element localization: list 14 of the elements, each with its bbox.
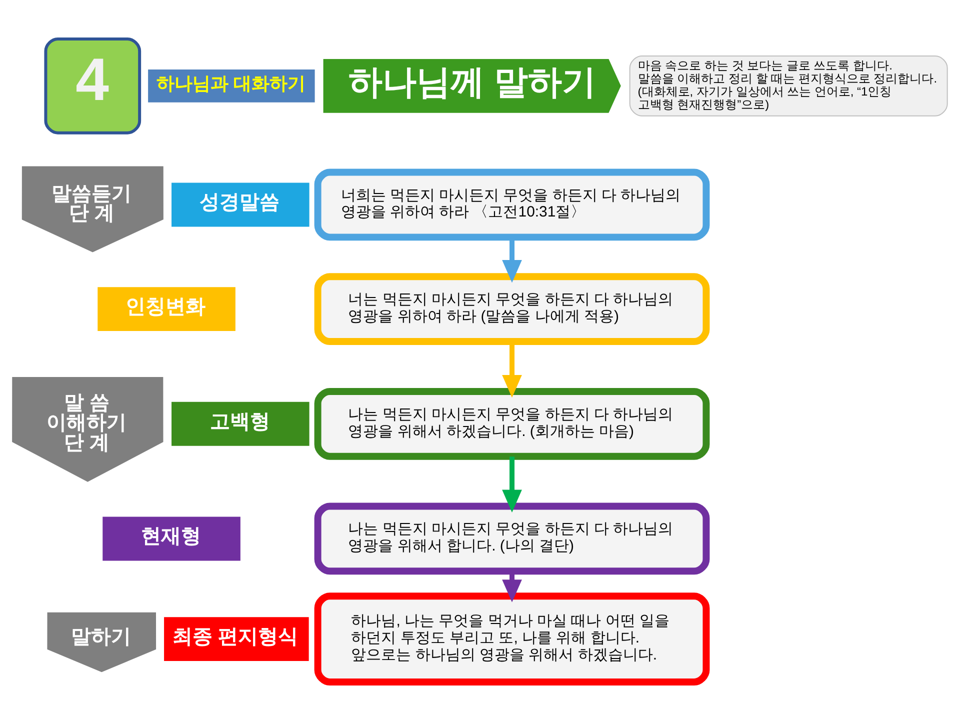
node-box: 너는 먹든지 마시든지 무엇을 하든지 다 하나님의 영광을 위하여 하라 (말씀을 나에게 적용) xyxy=(314,272,710,345)
node-box: 하나님과 대화하기 xyxy=(148,68,315,102)
node-box: 마음 속으로 하는 것 보다는 글로 쓰도록 합니다. 말씀을 이해하고 정리 할 때는 편지형식으로 정리합니다. (대화체로, 자기가 일상에서 쓰는 언어로, “1인칭 고백형 현재진행형”으로) xyxy=(629,54,948,116)
node-box: 나는 먹든지 마시든지 무엇을 하든지 다 하나님의 영광을 위해서 합니다. (나의 결단) xyxy=(314,502,710,574)
node-box: 4 xyxy=(44,37,142,134)
node-box: 하나님, 나는 무엇을 먹거나 마실 때나 어떤 일을 하던지 투정도 부리고 또, 나를 위해 합니다. 앞으로는 하나님의 영광을 위해서 하겠습니다. xyxy=(314,592,710,685)
node-box: 성경말씀 xyxy=(172,182,310,226)
node-box: 고백형 xyxy=(172,401,310,446)
node-box: 최종 편지형식 xyxy=(164,616,309,661)
node-box: 나는 먹든지 마시든지 무엇을 하든지 다 하나님의 영광을 위해서 하겠습니다. (회개하는 마음) xyxy=(314,387,710,460)
arrow xyxy=(502,456,522,512)
node-box: 인칭변화 xyxy=(98,286,236,331)
node-box: 현재형 xyxy=(102,516,240,560)
node-box: 너희는 먹든지 마시든지 무엇을 하든지 다 하나님의 영광을 위하여 하라 〈고전10:31절〉 xyxy=(314,168,710,240)
